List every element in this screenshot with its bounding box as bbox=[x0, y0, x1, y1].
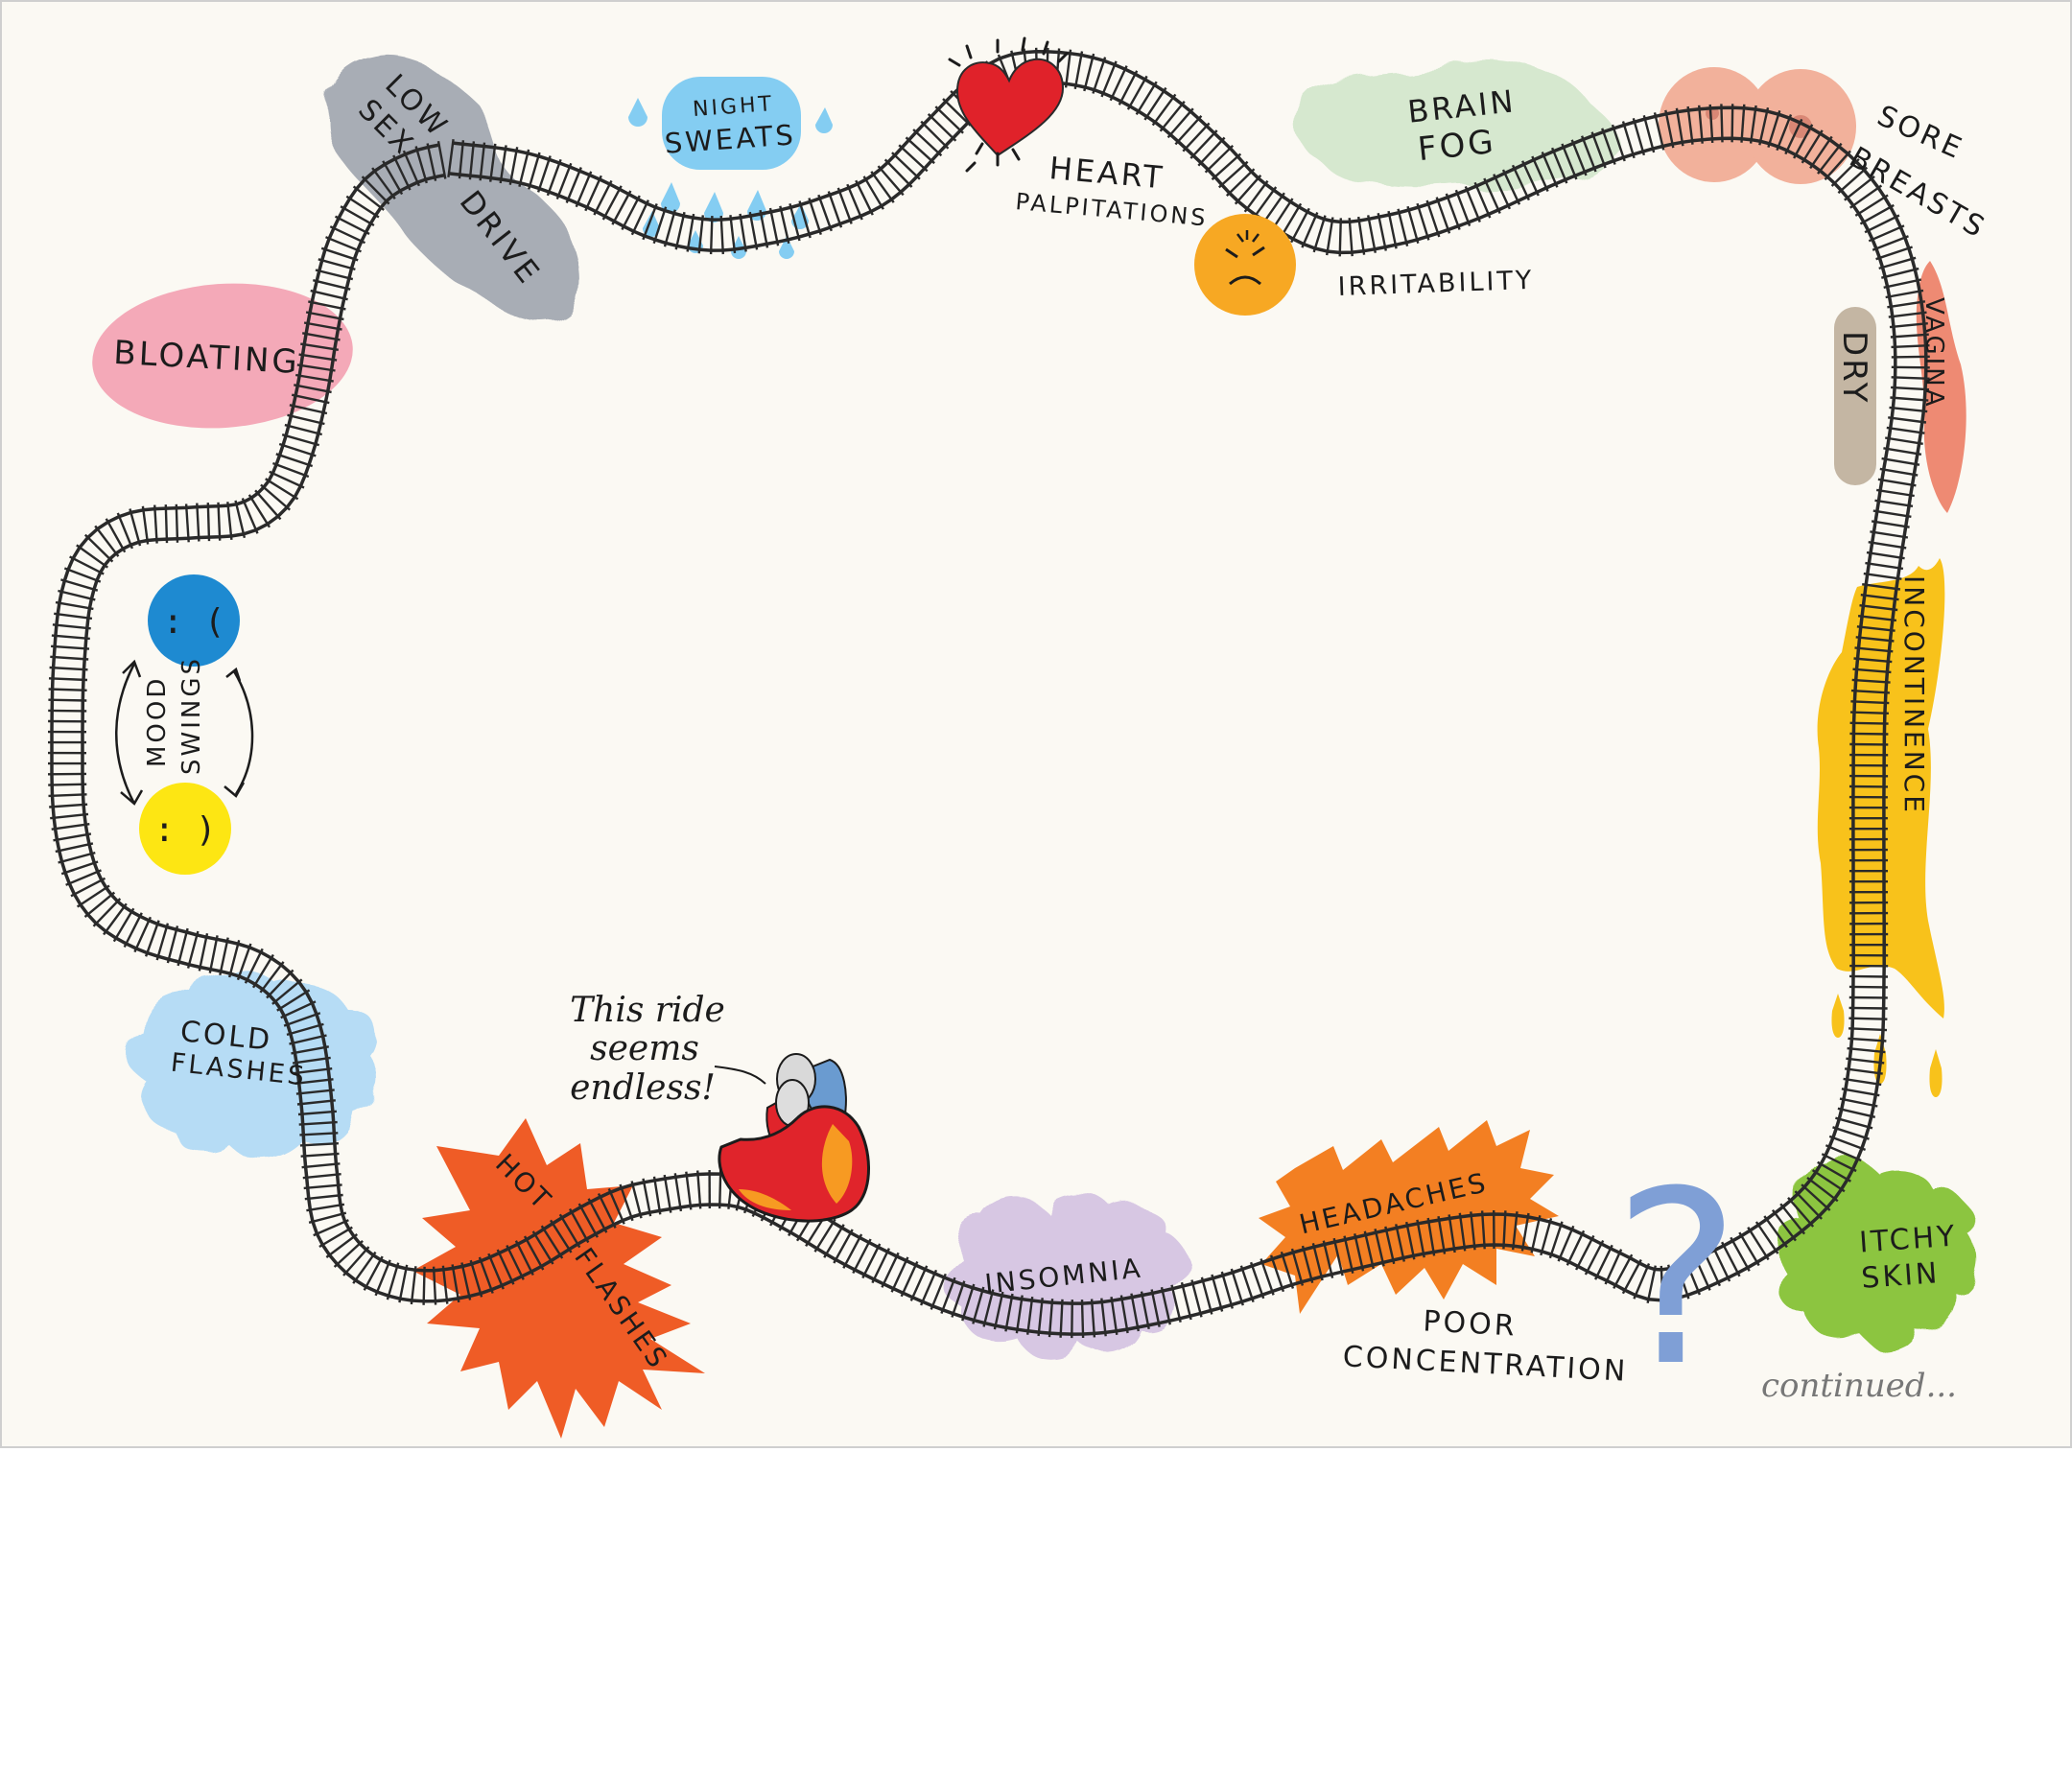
irritability-face-icon bbox=[1194, 214, 1296, 316]
irritability-label: IRRITABILITY bbox=[1337, 266, 1535, 302]
mood-swings-label: MOOD SWINGS bbox=[143, 656, 206, 775]
coaster-car-icon bbox=[718, 1053, 870, 1223]
svg-text:: (: : ( bbox=[162, 602, 224, 642]
svg-text:FOG: FOG bbox=[1416, 123, 1497, 169]
svg-text:?: ? bbox=[1613, 1139, 1741, 1418]
mood-swing-arrows bbox=[115, 659, 254, 806]
happy-face-icon: : ) bbox=[139, 783, 231, 875]
cold-flashes-label: COLD FLASHES bbox=[170, 1015, 309, 1091]
speech-line bbox=[714, 1066, 766, 1085]
headaches-starburst bbox=[1259, 1120, 1559, 1314]
bloating-blob bbox=[92, 283, 353, 429]
svg-text:SWINGS: SWINGS bbox=[177, 656, 206, 775]
svg-text:POOR: POOR bbox=[1423, 1304, 1519, 1343]
speech-bubble-text: This ride seems endless! bbox=[570, 991, 725, 1108]
low-sex-drive-blob bbox=[326, 57, 577, 320]
svg-text:VAGINA: VAGINA bbox=[1919, 297, 1948, 410]
svg-text:endless!: endless! bbox=[570, 1068, 716, 1108]
rollercoaster-track bbox=[47, 47, 1930, 1339]
svg-text:: ): : ) bbox=[153, 810, 216, 850]
incontinence-label: INCONTINENCE bbox=[1898, 575, 1930, 815]
itchy-skin-blob bbox=[1777, 1154, 1979, 1347]
hot-flashes-starburst bbox=[412, 1118, 705, 1439]
poor-concentration-label: POOR CONCENTRATION bbox=[1342, 1304, 1629, 1388]
svg-text:IRRITABILITY: IRRITABILITY bbox=[1337, 266, 1535, 302]
dry-label: DRY bbox=[1835, 331, 1873, 405]
sweat-drop-icon bbox=[628, 98, 648, 127]
brain-fog-blob bbox=[1296, 58, 1618, 189]
question-mark-icon: ? bbox=[1613, 1139, 1741, 1418]
sad-face-icon: : ( bbox=[148, 574, 240, 667]
vagina-blob bbox=[1916, 261, 1966, 513]
svg-text:This ride: This ride bbox=[570, 991, 725, 1030]
svg-text:continued...: continued... bbox=[1761, 1367, 1957, 1405]
heart-icon bbox=[948, 36, 1069, 173]
sore-breasts-icon bbox=[1659, 67, 1856, 184]
continued-label: continued... bbox=[1761, 1367, 1957, 1405]
track-rail-inner bbox=[50, 50, 1928, 1336]
svg-text:SKIN: SKIN bbox=[1860, 1256, 1941, 1296]
svg-text:seems: seems bbox=[590, 1029, 699, 1068]
vagina-label: VAGINA bbox=[1919, 297, 1948, 410]
svg-text:MOOD: MOOD bbox=[143, 676, 172, 767]
svg-text:ITCHY: ITCHY bbox=[1858, 1219, 1958, 1259]
itchy-skin-label: ITCHY SKIN bbox=[1858, 1219, 1958, 1295]
svg-text:NIGHT: NIGHT bbox=[692, 92, 775, 122]
svg-text:DRY: DRY bbox=[1835, 331, 1873, 405]
svg-text:INCONTINENCE: INCONTINENCE bbox=[1898, 575, 1930, 815]
dry-blob bbox=[1834, 307, 1876, 485]
track-ties bbox=[47, 47, 1930, 1339]
